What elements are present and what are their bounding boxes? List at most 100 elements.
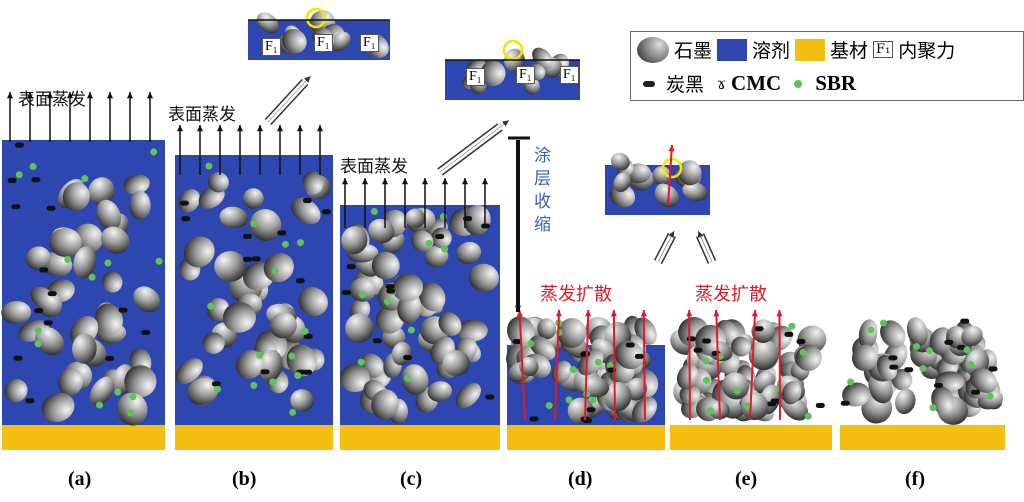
carbon-black [260, 369, 270, 375]
f1-label: F₁ [560, 66, 579, 84]
evaporation-arrow-head [481, 178, 489, 185]
carbon-black [840, 400, 850, 406]
diffusion-arrow [749, 309, 757, 421]
panel-label-c: (c) [400, 468, 423, 490]
panel-label-d: (d) [568, 468, 593, 490]
graphite-particle [782, 381, 802, 405]
graphite-particle [613, 172, 631, 193]
sbr-dot [370, 207, 378, 215]
sbr-dot [114, 388, 122, 396]
graphite-particle [676, 364, 699, 390]
sbr-dot [288, 352, 296, 360]
diffusion-arrow [667, 144, 673, 206]
graphite-particle [375, 305, 405, 334]
sbr-dot [929, 404, 937, 412]
carbon-black [25, 398, 35, 404]
legend-cohesion: 内聚力 [898, 40, 956, 62]
carbon-black [815, 402, 825, 408]
graphite-particle [34, 326, 65, 356]
sbr-dot [250, 220, 258, 228]
graphite-particle [339, 363, 370, 393]
sbr-dot [150, 148, 158, 156]
sbr-dot [743, 402, 751, 410]
diffusion-arrow [612, 309, 616, 421]
carbon-black [181, 216, 191, 222]
sbr-dot [913, 343, 921, 351]
graphite-particle [290, 389, 314, 412]
carbon-black [754, 326, 764, 332]
graphite-particle [654, 184, 679, 208]
carbon-black [625, 342, 635, 348]
graphite-particle [183, 236, 215, 268]
sbr-dot [788, 322, 796, 330]
sbr-dot [594, 358, 602, 366]
graphite-particle [41, 392, 75, 422]
carbon-black [277, 230, 287, 236]
graphite-particle [419, 282, 446, 312]
sbr-dot [250, 381, 258, 389]
graphite-particle [72, 333, 97, 364]
carbon-black [767, 401, 777, 407]
diffusion-arrow-head [776, 310, 783, 317]
sbr-dot [357, 358, 365, 366]
carbon-black [303, 334, 313, 340]
sbr-dot [439, 213, 447, 221]
graphite-particle [961, 325, 983, 347]
sbr-dot [702, 357, 710, 365]
carbon-black [888, 355, 898, 361]
sbr-dot [129, 393, 137, 401]
sbr-dot [281, 240, 289, 248]
graphite-particle [468, 263, 499, 292]
carbon-black [693, 347, 703, 353]
carbon-black [485, 394, 495, 400]
label-coating-shrinkage: 涂层收缩 [530, 146, 550, 238]
graphite-particle [178, 189, 201, 213]
f1-label: F₁ [314, 34, 333, 52]
graphite-particle [706, 340, 733, 362]
panel-label-a: (a) [68, 468, 92, 490]
carbon-black [403, 354, 413, 360]
graphite-particle [740, 392, 769, 420]
carbon-black [346, 264, 356, 270]
evaporation-arrow-head [256, 125, 264, 132]
carbon-black [386, 288, 396, 294]
solvent-swatch [717, 38, 748, 61]
graphite-particle [269, 312, 297, 339]
legend-carbon-black: 炭黑 [666, 74, 705, 96]
substrate [340, 425, 500, 450]
label-evaporation-diffusion-d: 蒸发扩散 [540, 284, 612, 305]
carbon-black [179, 200, 189, 206]
diffusion-arrow [688, 309, 691, 421]
graphite-particle [187, 378, 219, 405]
graphite-particle [876, 354, 898, 381]
graphite-particle [94, 303, 123, 336]
sbr-dot [569, 365, 577, 373]
sbr-dot [706, 407, 714, 415]
sbr-icon [794, 79, 803, 88]
carbon-black [889, 364, 899, 370]
carbon-black [7, 177, 17, 183]
graphite-particle [222, 302, 256, 333]
diffusion-arrow-head [555, 310, 562, 317]
carbon-black [13, 355, 23, 361]
graphite-particle [102, 271, 123, 293]
label-surface-evaporation-c: 表面蒸发 [340, 157, 408, 177]
sbr-dot [207, 302, 215, 310]
sbr-dot [127, 409, 135, 417]
evaporation-arrow-head [46, 92, 54, 99]
sbr-dot [867, 326, 875, 334]
carbon-black [141, 329, 151, 335]
hollow-arrow-tip-head [668, 230, 675, 238]
graphite-particle [282, 28, 307, 54]
graphite-particle [519, 356, 539, 376]
carbon-black [341, 289, 351, 295]
carbon-black [303, 369, 313, 375]
f1-label: F₁ [360, 34, 379, 52]
graphite-icon [637, 36, 669, 63]
graphite-particle [537, 318, 557, 340]
sbr-dot [296, 239, 304, 247]
carbon-black [243, 256, 253, 262]
hollow-arrow-tip-head [697, 230, 704, 238]
carbon-black [529, 416, 539, 422]
evaporation-arrow-head [146, 92, 154, 99]
